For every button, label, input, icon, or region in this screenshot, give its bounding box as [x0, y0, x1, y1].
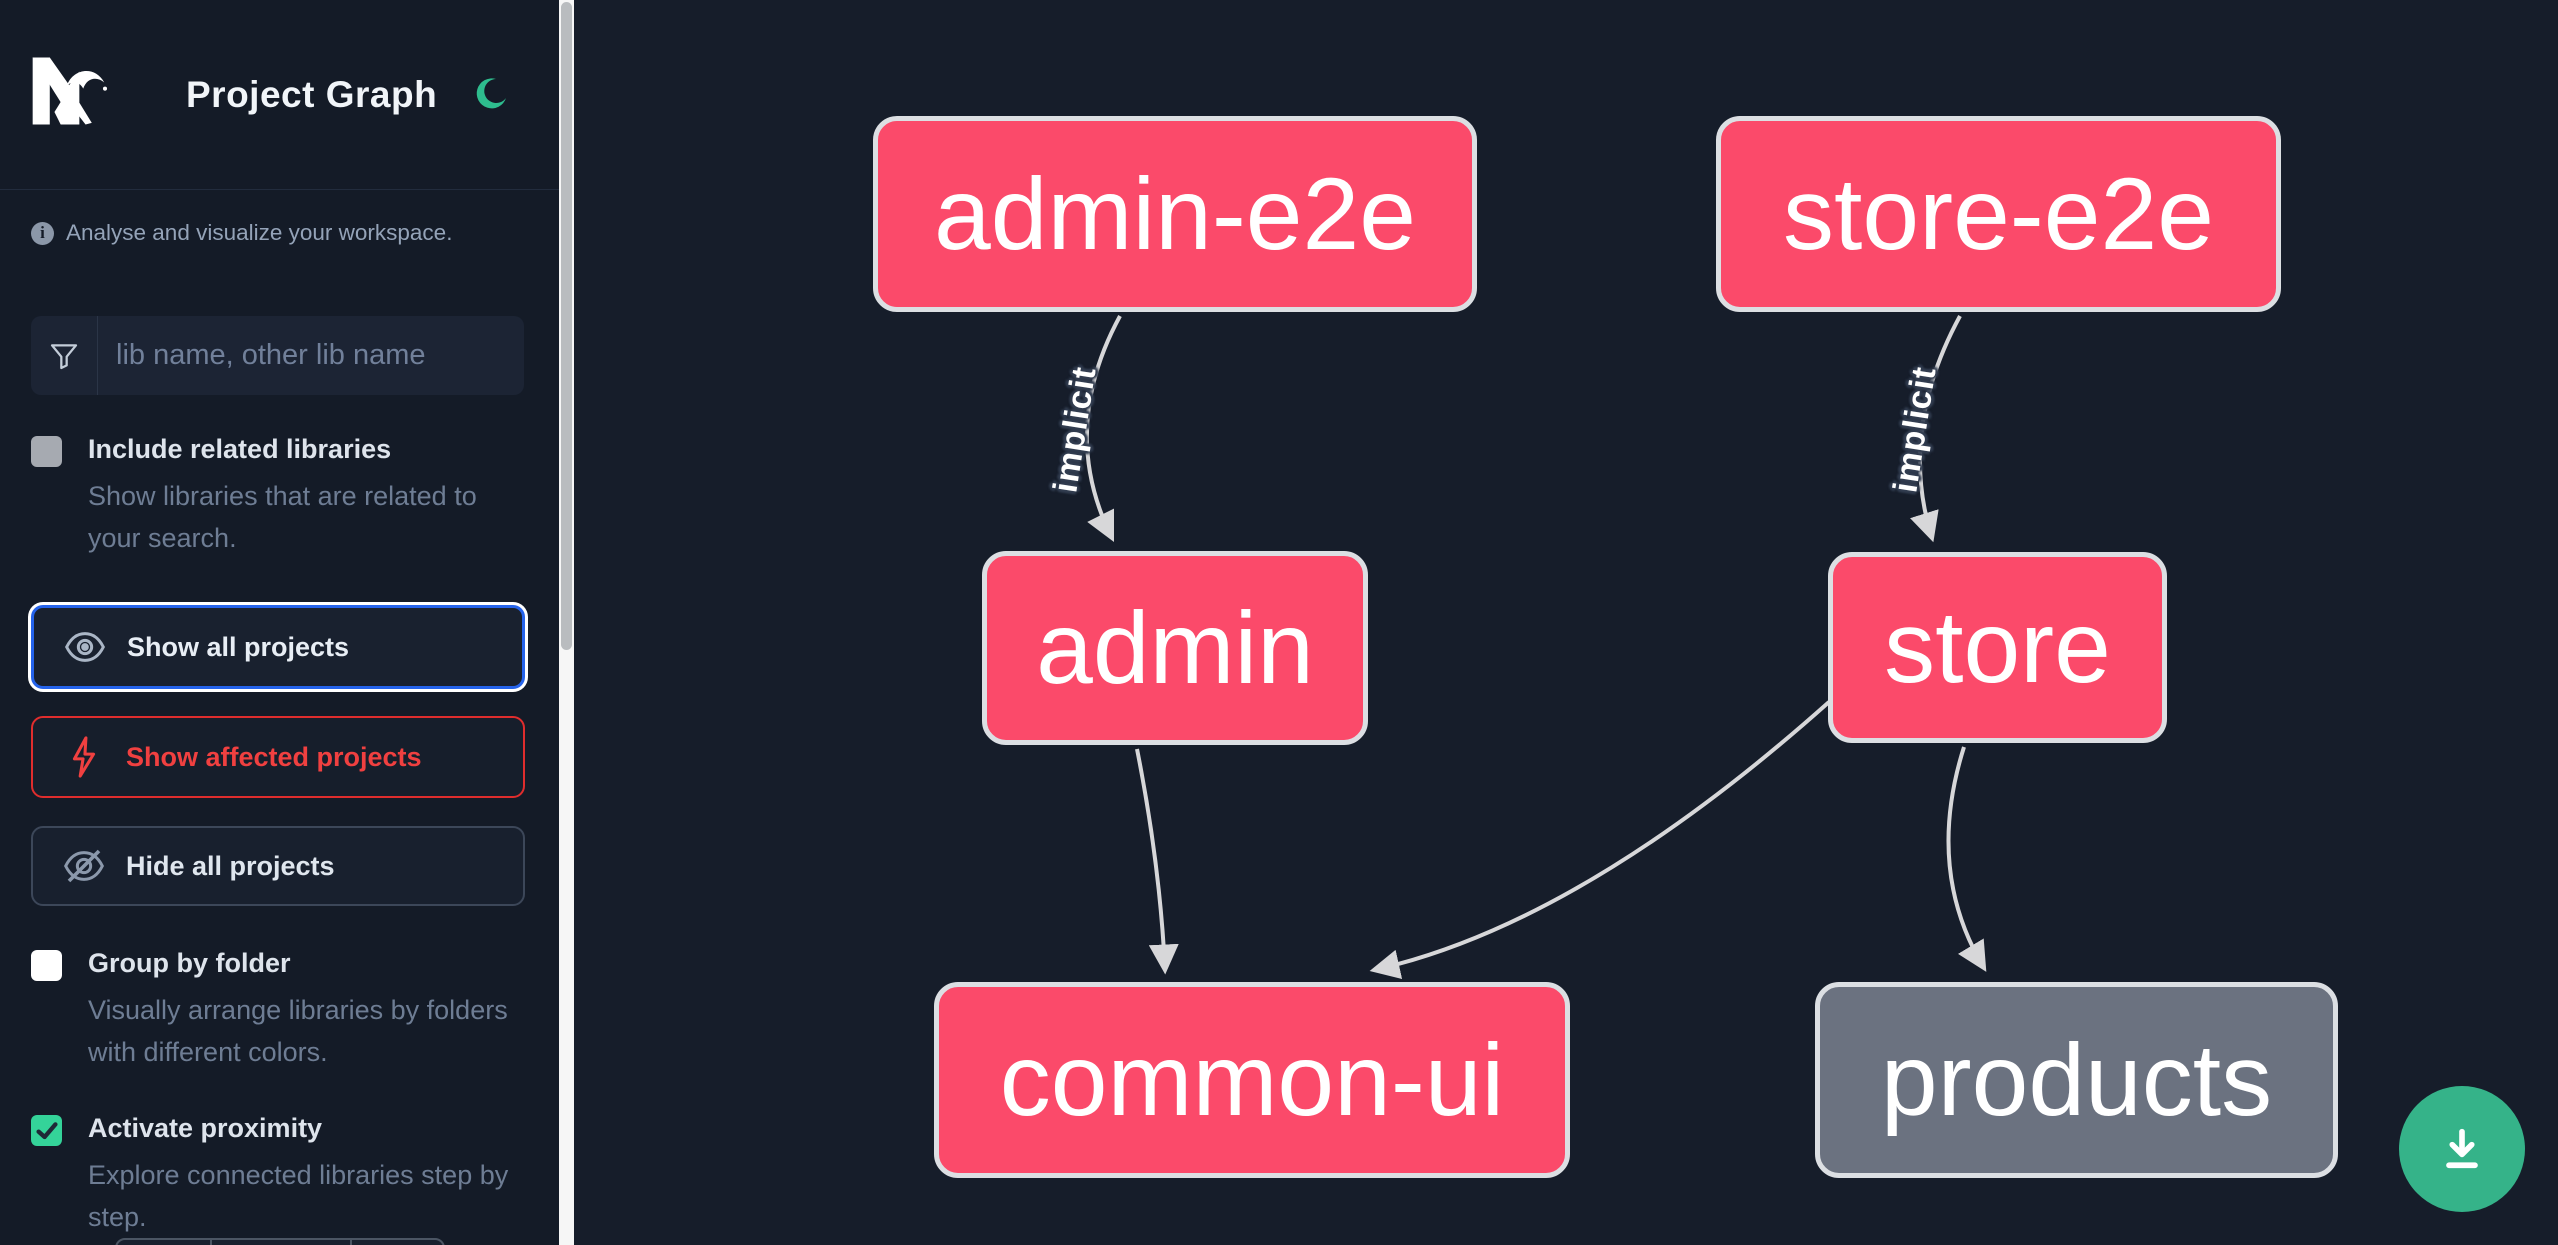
- toggle-desc: Show libraries that are related to your …: [88, 481, 477, 553]
- toggle-label: Include related libraries: [88, 434, 392, 464]
- proximity-depth-value: [212, 1240, 352, 1245]
- sidebar-scrollbar-track[interactable]: [559, 0, 574, 1245]
- node-common-ui[interactable]: common-ui: [934, 982, 1570, 1178]
- node-label: store: [1884, 590, 2111, 704]
- toggle-label: Group by folder: [88, 948, 291, 978]
- edge-admin-common-ui[interactable]: [1135, 748, 1179, 975]
- toggle-include-related: Include related libraries Show libraries…: [31, 434, 531, 559]
- proximity-depth-stepper: [115, 1238, 445, 1245]
- hide-all-projects-button[interactable]: Hide all projects: [31, 826, 525, 906]
- node-label: common-ui: [999, 1022, 1505, 1137]
- toggle-activate-proximity: Activate proximity Explore connected lib…: [31, 1113, 531, 1238]
- search-box: [31, 316, 524, 395]
- lightning-bolt-icon: [64, 736, 104, 778]
- show-all-projects-button[interactable]: Show all projects: [31, 605, 525, 689]
- node-products[interactable]: products: [1815, 982, 2338, 1178]
- node-label: products: [1880, 1022, 2273, 1137]
- proximity-decrement-button[interactable]: [117, 1240, 212, 1245]
- edge-store-common-ui[interactable]: [1369, 700, 1831, 980]
- button-label: Show all projects: [127, 631, 350, 662]
- node-label: admin-e2e: [934, 156, 1416, 271]
- page-title: Project Graph: [186, 74, 438, 115]
- show-affected-projects-button[interactable]: Show affected projects: [31, 716, 525, 798]
- download-icon: [2446, 1128, 2478, 1169]
- workspace-info: i Analyse and visualize your workspace.: [31, 220, 531, 246]
- group-by-folder-checkbox[interactable]: [31, 950, 62, 981]
- download-graph-button[interactable]: [2399, 1086, 2525, 1212]
- node-label: admin: [1036, 590, 1314, 705]
- node-store[interactable]: store: [1828, 552, 2167, 743]
- node-label: store-e2e: [1783, 156, 2214, 271]
- info-icon: i: [31, 221, 54, 245]
- toggle-group-by-folder: Group by folder Visually arrange librari…: [31, 948, 531, 1073]
- node-admin-e2e[interactable]: admin-e2e: [873, 116, 1477, 312]
- nx-logo: [32, 57, 108, 125]
- edge-store-products[interactable]: [1946, 746, 1987, 972]
- info-text: Analyse and visualize your workspace.: [66, 220, 453, 245]
- edge-admin-e2e-admin[interactable]: [1084, 315, 1122, 543]
- toggle-desc: Visually arrange libraries by folders wi…: [88, 995, 508, 1067]
- button-label: Show affected projects: [126, 741, 422, 772]
- sidebar-header: Project Graph: [0, 0, 559, 190]
- eye-icon: [65, 632, 105, 662]
- activate-proximity-checkbox[interactable]: [31, 1115, 62, 1146]
- sidebar-scrollbar-thumb[interactable]: [561, 2, 572, 650]
- checkmark-icon: [35, 1121, 58, 1139]
- node-admin[interactable]: admin: [982, 551, 1368, 745]
- moon-icon[interactable]: [470, 74, 510, 114]
- include-related-checkbox[interactable]: [31, 436, 62, 467]
- sidebar: Project Graph i Analyse and visualize yo…: [0, 0, 559, 1245]
- edge-store-e2e-store[interactable]: [1910, 315, 1962, 543]
- eye-off-icon: [64, 849, 104, 883]
- button-label: Hide all projects: [126, 850, 335, 881]
- node-store-e2e[interactable]: store-e2e: [1716, 116, 2281, 312]
- toggle-desc: Explore connected libraries step by step…: [88, 1160, 509, 1232]
- proximity-increment-button[interactable]: [352, 1240, 443, 1245]
- toggle-label: Activate proximity: [88, 1113, 323, 1143]
- search-input[interactable]: [98, 316, 524, 395]
- filter-funnel-icon: [31, 316, 98, 395]
